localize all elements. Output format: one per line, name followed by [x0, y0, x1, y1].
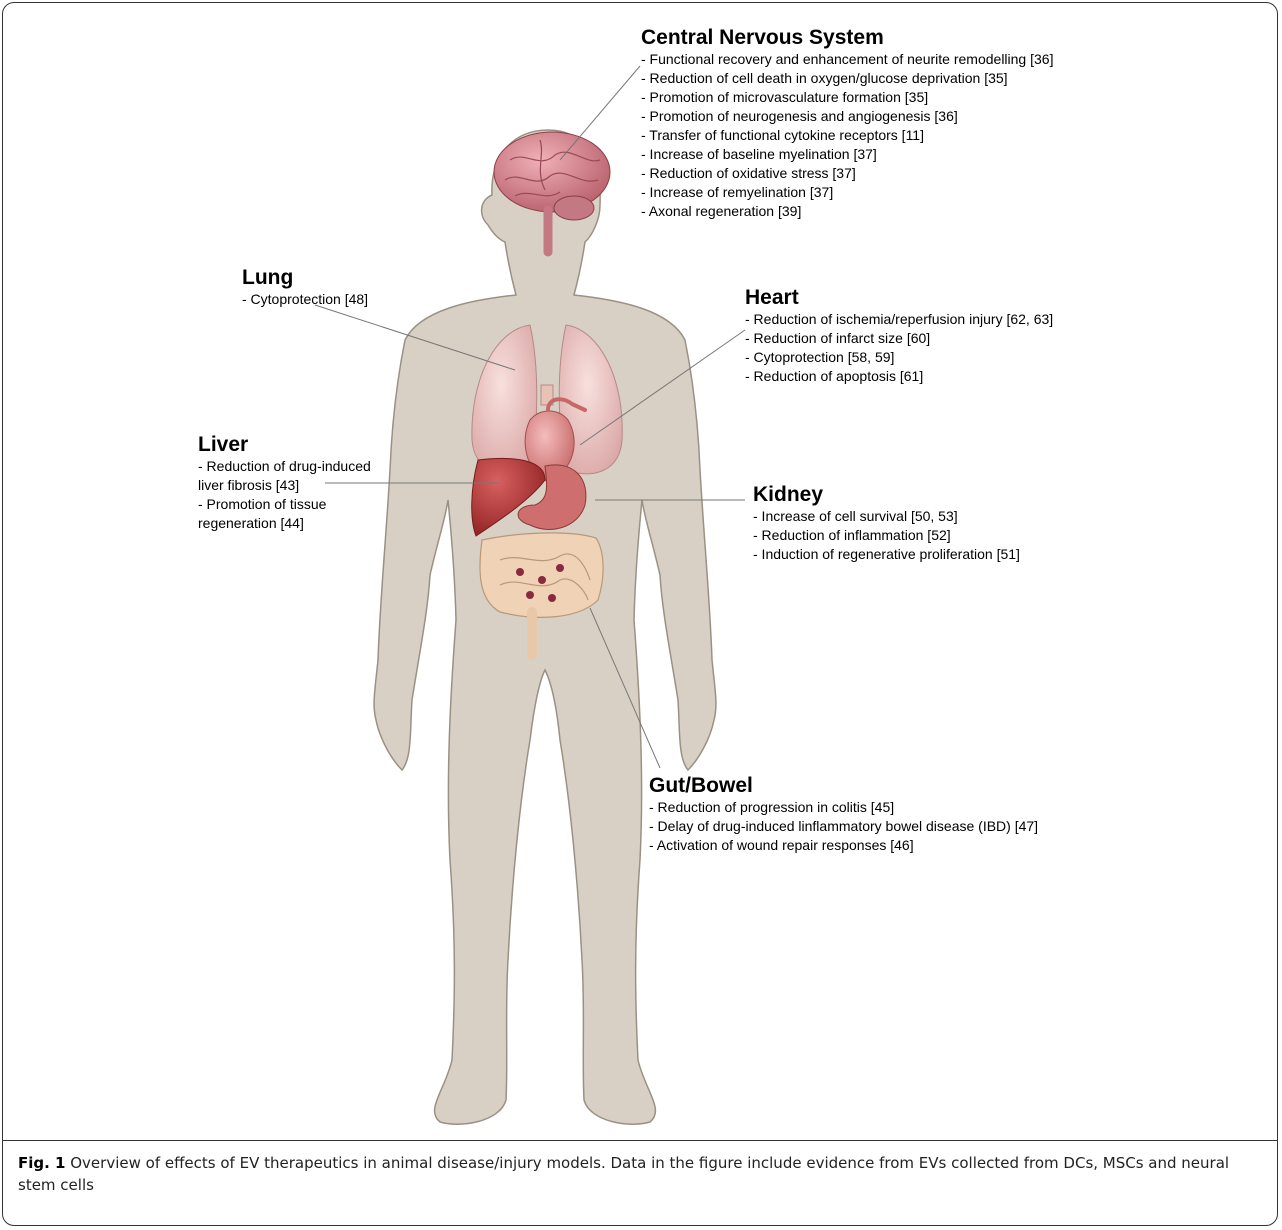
liver-item: - Promotion of tissue regeneration [44]: [198, 495, 400, 533]
liver-title: Liver: [198, 433, 400, 457]
caption-text: Overview of effects of EV therapeutics i…: [18, 1154, 1229, 1194]
kidney-item: - Induction of regenerative proliferatio…: [753, 545, 1020, 564]
liver-annotation: Liver - Reduction of drug-induced liver …: [198, 433, 400, 533]
kidney-annotation: Kidney - Increase of cell survival [50, …: [753, 483, 1020, 564]
cns-item: - Reduction of cell death in oxygen/gluc…: [641, 69, 1053, 88]
human-body-silhouette: [374, 130, 716, 1124]
lung-title: Lung: [242, 266, 368, 290]
heart-item: - Cytoprotection [58, 59]: [745, 348, 1053, 367]
caption-label: Fig. 1: [18, 1154, 65, 1172]
heart-item: - Reduction of apoptosis [61]: [745, 367, 1053, 386]
gut-title: Gut/Bowel: [649, 774, 1038, 798]
cns-item: - Reduction of oxidative stress [37]: [641, 164, 1053, 183]
cns-item: - Transfer of functional cytokine recept…: [641, 126, 1053, 145]
gut-item: - Activation of wound repair responses […: [649, 836, 1038, 855]
kidney-item: - Reduction of inflammation [52]: [753, 526, 1020, 545]
cns-item: - Axonal regeneration [39]: [641, 202, 1053, 221]
kidney-title: Kidney: [753, 483, 1020, 507]
gut-item: - Reduction of progression in colitis [4…: [649, 798, 1038, 817]
figure-caption: Fig. 1 Overview of effects of EV therape…: [18, 1153, 1268, 1196]
gut-annotation: Gut/Bowel - Reduction of progression in …: [649, 774, 1038, 855]
liver-item: - Reduction of drug-induced liver fibros…: [198, 457, 400, 495]
cns-item: - Promotion of microvasculature formatio…: [641, 88, 1053, 107]
cns-annotation: Central Nervous System - Functional reco…: [641, 26, 1053, 221]
heart-item: - Reduction of ischemia/reperfusion inju…: [745, 310, 1053, 329]
lung-annotation: Lung - Cytoprotection [48]: [242, 266, 368, 309]
cns-item: - Functional recovery and enhancement of…: [641, 50, 1053, 69]
cns-item: - Increase of remyelination [37]: [641, 183, 1053, 202]
heart-title: Heart: [745, 286, 1053, 310]
lung-item: - Cytoprotection [48]: [242, 290, 368, 309]
cns-item: - Increase of baseline myelination [37]: [641, 145, 1053, 164]
cns-item: - Promotion of neurogenesis and angiogen…: [641, 107, 1053, 126]
cns-title: Central Nervous System: [641, 26, 1053, 50]
caption-divider: [2, 1140, 1278, 1141]
heart-item: - Reduction of infarct size [60]: [745, 329, 1053, 348]
heart-annotation: Heart - Reduction of ischemia/reperfusio…: [745, 286, 1053, 386]
gut-item: - Delay of drug-induced linflammatory bo…: [649, 817, 1038, 836]
kidney-item: - Increase of cell survival [50, 53]: [753, 507, 1020, 526]
